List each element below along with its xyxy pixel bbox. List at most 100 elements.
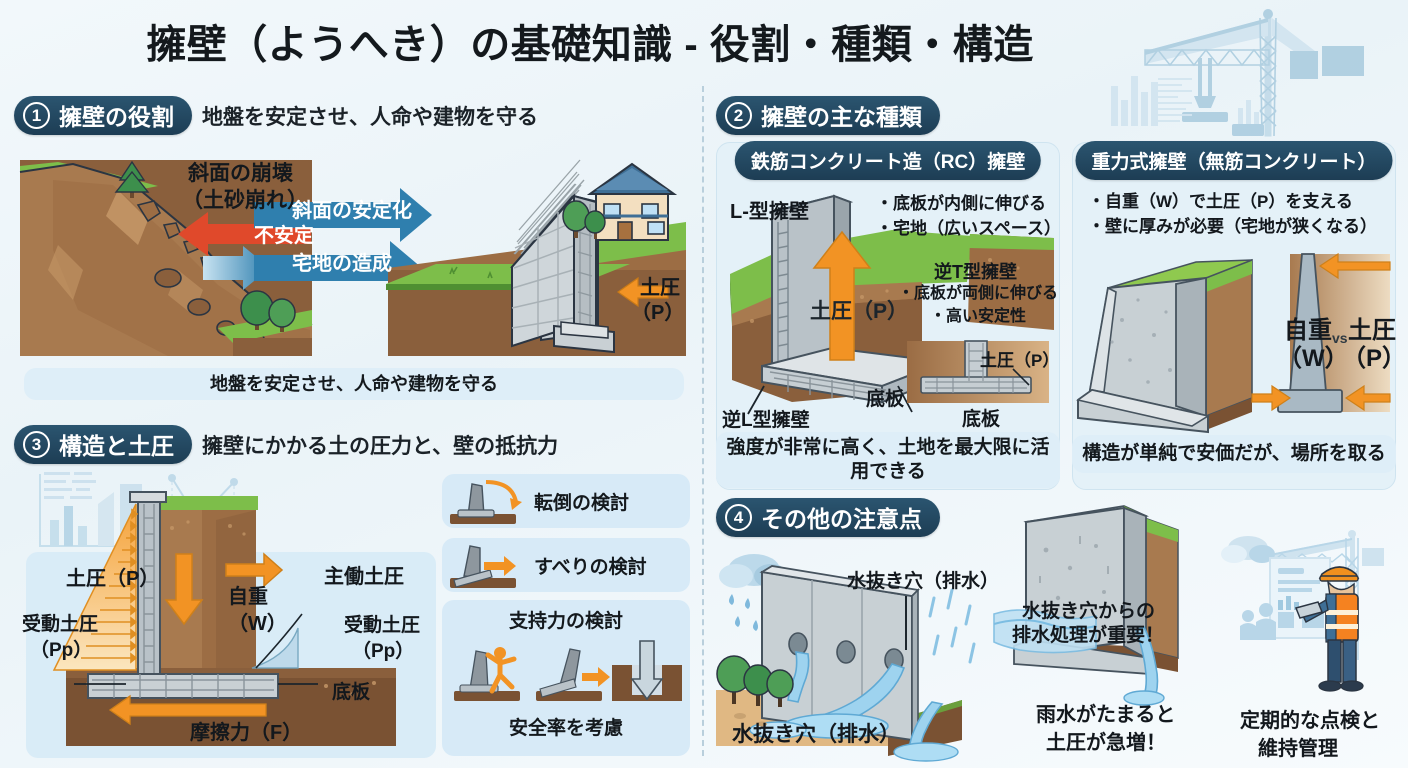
page-title: 擁壁（ようへき）の基礎知識 - 役割・種類・構造 [146, 23, 1034, 67]
section-1-caption: 地盤を安定させ、人命や建物を守る [24, 368, 684, 400]
rain-strokes [928, 588, 976, 664]
inverted-l-wall-label: 逆L型擁壁 [722, 410, 810, 431]
gravity-bullet-2: ・壁に厚みが必要（宅地が狭くなる） [1088, 216, 1377, 236]
column-divider [702, 86, 704, 756]
settlement-icon [612, 640, 682, 701]
passive-pressure-left-label: 受動土圧 [22, 614, 99, 635]
inverted-t-subtype-title: 逆T型擁壁 [934, 262, 1017, 282]
inspector-figure [1294, 566, 1364, 692]
check-bearing-capacity-label: 支持力の検討 [508, 611, 623, 632]
earth-pressure-p-label: 土圧（P） [66, 568, 160, 590]
drainage-callout-line-2: 排水処理が重要！ [1012, 625, 1165, 646]
passive-pressure-left-symbol: （Pp） [30, 640, 93, 661]
inspection-illustration [1221, 530, 1384, 692]
check-overturning-label: 転倒の検討 [534, 492, 630, 514]
gravity-wall-illustration [1076, 252, 1391, 434]
section-1-badge: 1 擁壁の役割 [14, 96, 192, 135]
drainage-holes-illustration [716, 554, 976, 762]
section-1-title: 擁壁の役割 [59, 104, 174, 130]
vs-label: vs [1332, 330, 1348, 346]
rc-arrow-label: 土圧（P） [810, 300, 909, 323]
weep-hole-bottom-label: 水抜き穴（排水） [732, 723, 900, 746]
check-overturning: 転倒の検討 [442, 474, 690, 528]
section-2-title: 擁壁の主な種類 [761, 104, 922, 130]
rainwater-accumulation-illustration [993, 505, 1179, 706]
cloud-icon [1221, 536, 1275, 563]
inverted-t-bullet-2: ・高い安定性 [930, 308, 1027, 326]
benefit-1-label: 斜面の安定化 [292, 200, 412, 222]
active-pressure-label: 主働土圧 [324, 566, 404, 588]
weep-hole-icon [788, 632, 904, 672]
rc-wall-caption: 強度が非常に高く、土地を最大限に活用できる [716, 432, 1060, 488]
rc-wall-bullets: ・底板が内側に伸びる ・宅地（広いスペース） [876, 192, 1061, 241]
passive-pressure-right-label: 受動土圧 [344, 615, 421, 636]
rainwater-caption-line-1: 雨水がたまると [1036, 704, 1176, 726]
l-type-wall-label: L-型擁壁 [730, 201, 809, 223]
rc-bullet-2: ・宅地（広いスペース） [876, 218, 1061, 238]
bearing-capacity-icons [454, 640, 682, 701]
section-3-title: 構造と土圧 [59, 433, 174, 459]
earth-pressure-symbol: （P） [631, 302, 685, 324]
benefit-arrow-2 [254, 241, 422, 295]
section-1-number: 1 [23, 101, 50, 129]
tree-icon [240, 290, 296, 332]
inverted-t-base-plate-label: 底板 [962, 409, 1001, 430]
section-3-number: 3 [23, 430, 50, 458]
section-1-header: 1 擁壁の役割 地盤を安定させ、人命や建物を守る [14, 96, 538, 135]
section-4-header: 4 その他の注意点 [716, 498, 940, 537]
rc-bullet-1: ・底板が内側に伸びる [876, 194, 1046, 213]
check-sliding: すべりの検討 [442, 538, 690, 592]
rc-wall-illustration [730, 194, 1054, 415]
self-weight-w-symbol: （W） [228, 613, 287, 635]
trees-icon [716, 655, 794, 707]
base-plate-label-s3: 底板 [332, 682, 371, 703]
section-2-number: 2 [725, 101, 752, 129]
brick-pattern [513, 159, 581, 255]
section-3-subtitle: 擁壁にかかる土の圧力と、壁の抵抗力 [202, 434, 559, 458]
inspection-caption-line-1: 定期的な点検と [1240, 710, 1380, 732]
self-weight-label: 自重 [1284, 317, 1332, 344]
gravity-earth-pressure-symbol: （P） [1342, 345, 1407, 372]
inspection-caption-line-2: 維持管理 [1258, 738, 1338, 760]
slope-failure-sublabel: （土砂崩れ） [182, 189, 308, 212]
section-2-badge: 2 擁壁の主な種類 [716, 96, 940, 135]
unstable-arrow [178, 212, 311, 256]
section-2-header: 2 擁壁の主な種類 [716, 96, 940, 135]
overturning-icon [450, 480, 522, 524]
section-4-title: その他の注意点 [761, 506, 922, 532]
section-1-subtitle: 地盤を安定させ、人命や建物を守る [202, 105, 538, 129]
gravity-wall-card-title: 重力式擁壁（無筋コンクリート） [1075, 141, 1393, 180]
inverted-t-inset-illustration [907, 340, 1049, 403]
drainage-callout-line-1: 水抜き穴からの [1022, 601, 1156, 622]
house-illustration [562, 162, 678, 241]
friction-label: 摩擦力（F） [190, 722, 303, 744]
document-board [1269, 557, 1331, 639]
check-bearing-capacity: 支持力の検討 安全率を考慮 [442, 600, 690, 756]
section-3-badge: 3 構造と土圧 [14, 425, 192, 464]
section-4-number: 4 [725, 503, 752, 531]
passive-pressure-right-symbol: （Pp） [352, 641, 415, 662]
rainwater-caption-line-2: 土圧が急増！ [1046, 732, 1166, 754]
self-weight-w-label: 自重 [228, 586, 268, 608]
tilt-slide-icon [536, 648, 610, 701]
gravity-wall-bullets: ・自重（W）で土圧（P）を支える ・壁に厚みが必要（宅地が狭くなる） [1088, 190, 1377, 239]
benefit-2-label: 宅地の造成 [292, 253, 392, 275]
inverted-t-inset-label: 土圧（P） [980, 351, 1060, 370]
benefit-arrow-1 [254, 188, 432, 242]
section-3-structure-diagram [26, 472, 436, 758]
weight-vs-pressure-diagram [1251, 252, 1391, 413]
section-3-header: 3 構造と土圧 擁壁にかかる土の圧力と、壁の抵抗力 [14, 425, 558, 464]
wall-face [511, 193, 575, 348]
gravity-wall-caption: 構造が単純で安価だが、場所を取る [1072, 435, 1396, 473]
water-stream [787, 651, 906, 729]
gravity-bullet-1: ・自重（W）で土圧（P）を支える [1088, 192, 1353, 211]
check-sliding-label: すべりの検討 [534, 556, 647, 578]
sliding-icon [450, 545, 516, 588]
section-4-badge: 4 その他の注意点 [716, 498, 940, 537]
inverted-t-bullet-1: ・底板が両側に伸びる [898, 285, 1059, 302]
unstable-arrow-label: 不安定 [254, 225, 314, 247]
inverted-t-bullets: ・底板が両側に伸びる ・高い安定性 [898, 282, 1058, 328]
slope-failure-label: 斜面の崩壊 [188, 162, 293, 185]
rc-base-plate-label: 底板 [866, 389, 905, 410]
